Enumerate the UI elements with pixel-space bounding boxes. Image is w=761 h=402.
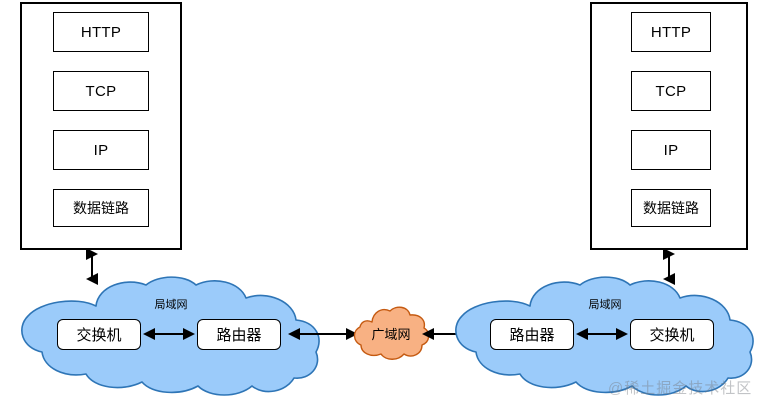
left-layer-tcp: TCP xyxy=(53,71,149,111)
left-switch-router-arrow xyxy=(142,327,195,340)
wan-cloud-shape xyxy=(353,306,430,360)
left-lan-label: 局域网 xyxy=(154,299,188,311)
right-layer-http: HTTP xyxy=(631,12,711,52)
right-layer-data-link: 数据链路 xyxy=(631,189,711,227)
left-lan-to-wan-arrow xyxy=(287,327,358,340)
right-lan-label: 局域网 xyxy=(588,299,622,311)
right-stack-to-lan-arrow xyxy=(663,247,676,285)
left-lan-node-switch: 交换机 xyxy=(57,319,141,350)
left-stack-to-lan-arrow xyxy=(86,247,99,285)
right-router-switch-arrow xyxy=(575,327,628,340)
wan-cloud: 广域网 xyxy=(352,306,430,362)
right-lan-node-switch: 交换机 xyxy=(630,319,714,350)
left-lan-node-router: 路由器 xyxy=(197,319,281,350)
wan-label: 广域网 xyxy=(371,327,411,342)
right-lan-node-router: 路由器 xyxy=(490,319,574,350)
right-layer-tcp: TCP xyxy=(631,71,711,111)
left-layer-ip: IP xyxy=(53,130,149,170)
left-layer-data-link: 数据链路 xyxy=(53,189,149,227)
left-layer-http: HTTP xyxy=(53,12,149,52)
right-layer-ip: IP xyxy=(631,130,711,170)
